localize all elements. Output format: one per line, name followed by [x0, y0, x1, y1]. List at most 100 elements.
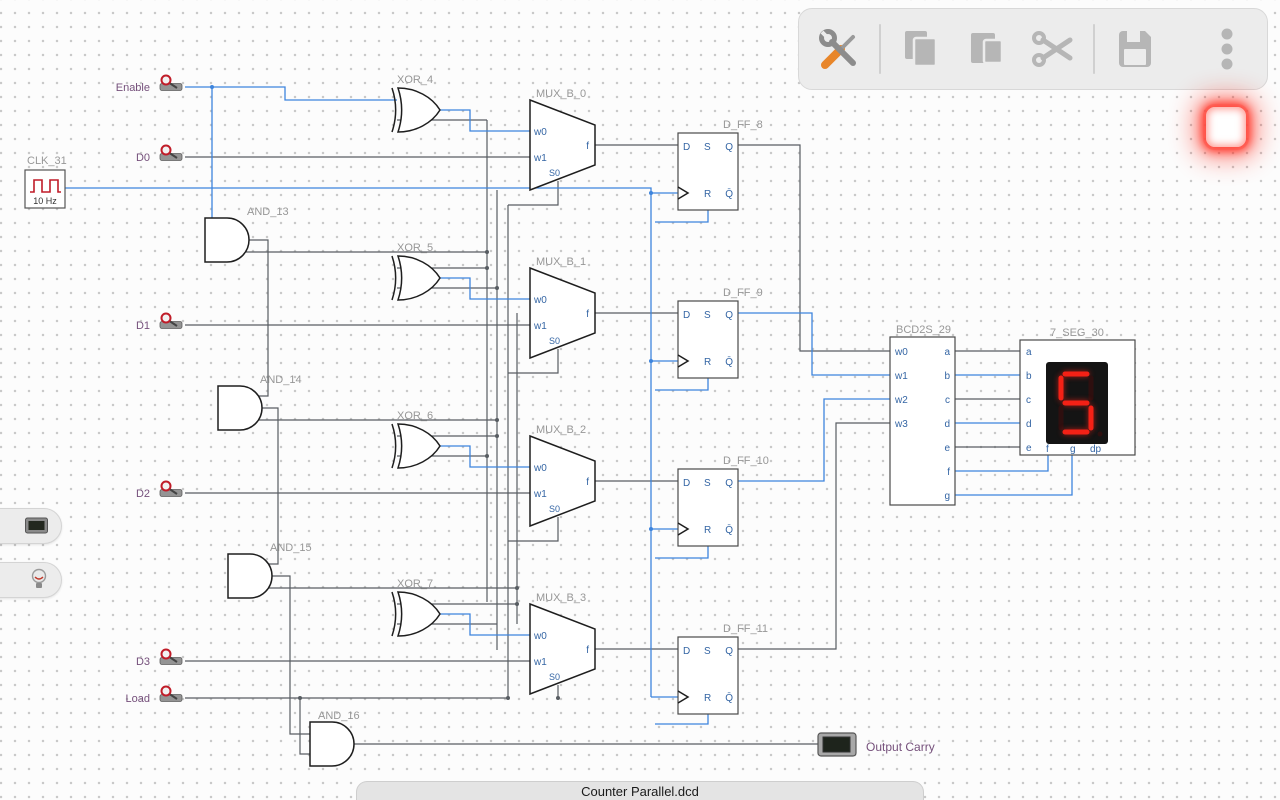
ff-body	[677, 300, 739, 379]
d-flipflop-8[interactable]: D_FF_8 D S Q R Q̄	[677, 119, 763, 211]
palette-item-bulb[interactable]	[0, 562, 62, 598]
run-stop-button[interactable]	[1206, 107, 1246, 147]
segment-dp	[1097, 431, 1103, 437]
bulb-icon	[31, 568, 47, 588]
xor-gate-4[interactable]: XOR_4	[391, 74, 441, 133]
ff-body	[677, 132, 739, 211]
mux-b-3[interactable]: MUX_B_3 w0 w1 S0 f	[529, 592, 596, 696]
toggle-switch-load[interactable]: Load	[126, 685, 183, 706]
switch-knob	[160, 312, 172, 324]
d-flipflop-9[interactable]: D_FF_9 D S Q R Q̄	[677, 287, 763, 379]
wires-active[interactable]	[65, 86, 1073, 725]
ff-port-s: S	[704, 646, 711, 657]
mux-b-1[interactable]: MUX_B_1 w0 w1 S0 f	[529, 256, 596, 360]
switch-label: Enable	[116, 82, 150, 94]
ff-body	[677, 636, 739, 715]
mux-port-w1: w1	[533, 153, 547, 164]
mux-label: MUX_B_3	[536, 592, 586, 604]
decoder-in-w1: w1	[894, 371, 908, 382]
toggle-switch-d0[interactable]: D0	[136, 144, 183, 165]
kebab-menu-icon	[1221, 28, 1233, 70]
overflow-menu-button[interactable]	[1201, 21, 1253, 77]
d-flipflop-10[interactable]: D_FF_10 D S Q R Q̄	[677, 455, 769, 547]
xor-body	[396, 255, 441, 301]
ff-clock-triangle	[677, 690, 690, 704]
xor-gate-6[interactable]: XOR_6	[391, 410, 441, 469]
ff-port-q: Q	[725, 310, 733, 321]
display-pin-d: d	[1026, 419, 1032, 430]
wires-inactive[interactable]	[185, 119, 1020, 755]
and-gate-16[interactable]: AND_16	[309, 710, 360, 767]
mux-b-0[interactable]: MUX_B_0 w0 w1 S0 f	[529, 88, 596, 192]
decoder-out-e: e	[944, 443, 950, 454]
ff-port-s: S	[704, 478, 711, 489]
mux-port-w0: w0	[533, 295, 547, 306]
tools-button[interactable]	[813, 21, 865, 77]
xor-gate-7[interactable]: XOR_7	[391, 578, 441, 637]
mux-b-2[interactable]: MUX_B_2 w0 w1 S0 f	[529, 424, 596, 528]
ff-port-d: D	[683, 478, 690, 489]
ff-port-q: Q	[725, 478, 733, 489]
and-body	[217, 385, 263, 431]
decoder-out-g: g	[944, 491, 950, 502]
mux-port-f: f	[586, 477, 589, 488]
display-pin-e: e	[1026, 443, 1032, 454]
xor-body	[396, 591, 441, 637]
gate-label: AND_16	[318, 710, 360, 722]
mux-port-f: f	[586, 141, 589, 152]
toolbar-separator	[879, 24, 881, 74]
file-name: Counter Parallel.dcd	[581, 783, 699, 799]
paste-button[interactable]	[961, 21, 1013, 77]
ff-label: D_FF_9	[723, 287, 763, 299]
toggle-switch-d2[interactable]: D2	[136, 480, 183, 501]
ff-label: D_FF_11	[723, 623, 768, 635]
and-gate-14[interactable]: AND_14	[217, 374, 302, 431]
toggle-switch-d3[interactable]: D3	[136, 648, 183, 669]
ff-clock-triangle	[677, 186, 690, 200]
toggle-switch-d1[interactable]: D1	[136, 312, 183, 333]
ff-port-qbar: Q̄	[725, 187, 733, 200]
palette-item-display[interactable]	[0, 508, 62, 544]
switch-knob	[160, 480, 172, 492]
d-flipflop-11[interactable]: D_FF_11 D S Q R Q̄	[677, 623, 768, 715]
mux-label: MUX_B_2	[536, 424, 586, 436]
save-button[interactable]	[1109, 21, 1161, 77]
ff-port-s: S	[704, 142, 711, 153]
mux-port-s0: S0	[549, 168, 560, 178]
seven-segment-display[interactable]: 7_SEG_30 a b c d e f g dp	[1019, 327, 1136, 456]
file-tab[interactable]: Counter Parallel.dcd	[356, 781, 924, 800]
ff-port-r: R	[704, 189, 711, 200]
ff-port-d: D	[683, 310, 690, 321]
bcd-decoder[interactable]: BCD2S_29 w0 w1 w2 w3 a b c d e f g	[889, 324, 956, 506]
display-label: 7_SEG_30	[1050, 327, 1104, 339]
decoder-in-w2: w2	[894, 395, 908, 406]
gate-label: AND_15	[270, 542, 312, 554]
mux-port-s0: S0	[549, 336, 560, 346]
toggle-switch-enable[interactable]: Enable	[116, 74, 183, 95]
cut-button[interactable]	[1027, 21, 1079, 77]
mux-label: MUX_B_0	[536, 88, 586, 100]
xor-body	[396, 87, 441, 133]
xor-input-arc	[391, 423, 397, 469]
mux-body	[529, 434, 596, 528]
ff-port-r: R	[704, 525, 711, 536]
wire-junctions	[210, 85, 653, 700]
mux-port-f: f	[586, 645, 589, 656]
display-pin-b: b	[1026, 371, 1032, 382]
and-gate-15[interactable]: AND_15	[227, 542, 312, 599]
ff-port-d: D	[683, 646, 690, 657]
switch-label: D0	[136, 152, 150, 164]
ff-port-r: R	[704, 357, 711, 368]
ff-label: D_FF_8	[723, 119, 763, 131]
ff-port-d: D	[683, 142, 690, 153]
and-gate-13[interactable]: AND_13	[204, 206, 289, 263]
output-carry-display[interactable]	[817, 732, 857, 757]
clock-component[interactable]: CLK_31 10 Hz	[24, 155, 67, 209]
ff-clock-triangle	[677, 522, 690, 536]
copy-button[interactable]	[895, 21, 947, 77]
xor-gate-5[interactable]: XOR_5	[391, 242, 441, 301]
save-icon	[1119, 31, 1151, 67]
main-toolbar	[798, 8, 1268, 90]
decoder-out-d: d	[944, 419, 950, 430]
